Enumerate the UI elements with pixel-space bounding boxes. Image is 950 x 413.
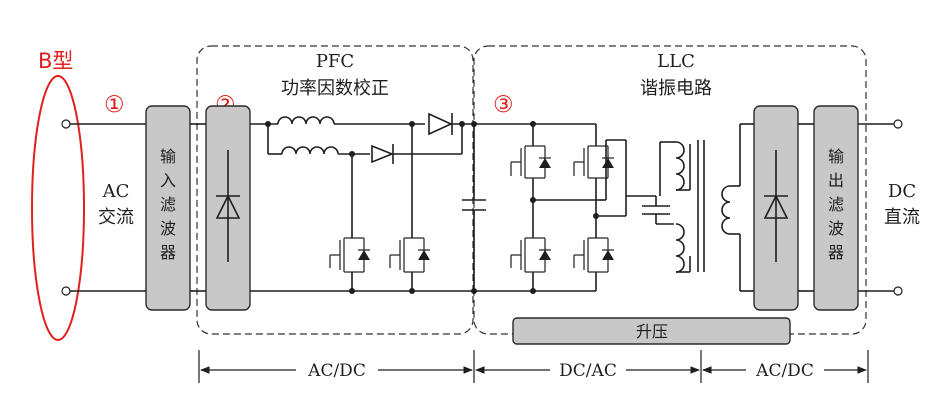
stage-dimension-lines	[198, 350, 869, 383]
svg-text:器: 器	[828, 243, 844, 262]
marker-1: ①	[104, 92, 125, 118]
output-terminal-top	[893, 119, 903, 129]
svg-text:输: 输	[160, 147, 176, 166]
output-filter-block	[813, 105, 859, 311]
pfc-inductor-1	[277, 116, 335, 125]
pfc-title: PFC	[316, 51, 354, 72]
pfc-subtitle: 功率因数校正	[281, 78, 389, 99]
pfc-mosfet-2	[389, 237, 430, 273]
svg-text:出: 出	[828, 171, 844, 190]
svg-text:波: 波	[160, 219, 176, 238]
stage-label-ac-dc-pfc: AC/DC	[307, 361, 366, 381]
llc-subtitle: 谐振电路	[640, 78, 712, 99]
llc-circuit	[474, 121, 674, 294]
pfc-circuit	[250, 112, 474, 294]
stage-label-ac-dc-output: AC/DC	[755, 361, 814, 381]
stage-label-dc-ac: DC/AC	[559, 361, 617, 381]
dc-output-sublabel: 直流	[884, 207, 920, 228]
pfc-inductor-2	[281, 146, 339, 155]
boost-bar	[512, 317, 791, 345]
ac-input-label: AC	[102, 181, 130, 202]
input-terminal-top	[61, 119, 71, 129]
svg-text:器: 器	[160, 243, 176, 262]
output-filter-label: 输 出 滤 波 器	[828, 147, 844, 262]
output-wiring	[858, 119, 903, 296]
transformer	[697, 123, 754, 292]
svg-text:输: 输	[828, 147, 844, 166]
pfc-stage-frame	[196, 45, 474, 335]
input-terminal-bottom	[61, 286, 71, 296]
input-wiring	[61, 119, 206, 296]
boost-label: 升压	[636, 322, 668, 341]
output-terminal-bottom	[893, 286, 903, 296]
svg-text:滤: 滤	[160, 195, 176, 214]
pfc-mosfet-1	[329, 237, 370, 273]
svg-text:入: 入	[160, 171, 176, 190]
bulk-capacitor	[462, 121, 486, 294]
magnetizing-inductor	[675, 223, 685, 273]
ac-input-sublabel: 交流	[98, 207, 134, 228]
marker-3: ③	[493, 92, 514, 118]
resonant-inductor	[675, 141, 685, 191]
llc-title: LLC	[657, 51, 695, 72]
svg-text:波: 波	[828, 219, 844, 238]
input-filter-block	[145, 105, 191, 311]
llc-mosfet-q1	[510, 145, 551, 179]
input-filter-label: 输 入 滤 波 器	[160, 147, 176, 262]
llc-mosfet-q2	[573, 145, 614, 179]
svg-text:滤: 滤	[828, 195, 844, 214]
input-terminals-highlight	[31, 75, 85, 341]
dc-output-label: DC	[888, 181, 916, 202]
rectifier-diode-icon	[215, 150, 241, 262]
llc-mosfet-q3	[510, 237, 551, 273]
output-rectifier-diode-icon	[763, 150, 789, 262]
type-b-label: B型	[38, 49, 73, 73]
llc-mosfet-q4	[573, 237, 614, 273]
